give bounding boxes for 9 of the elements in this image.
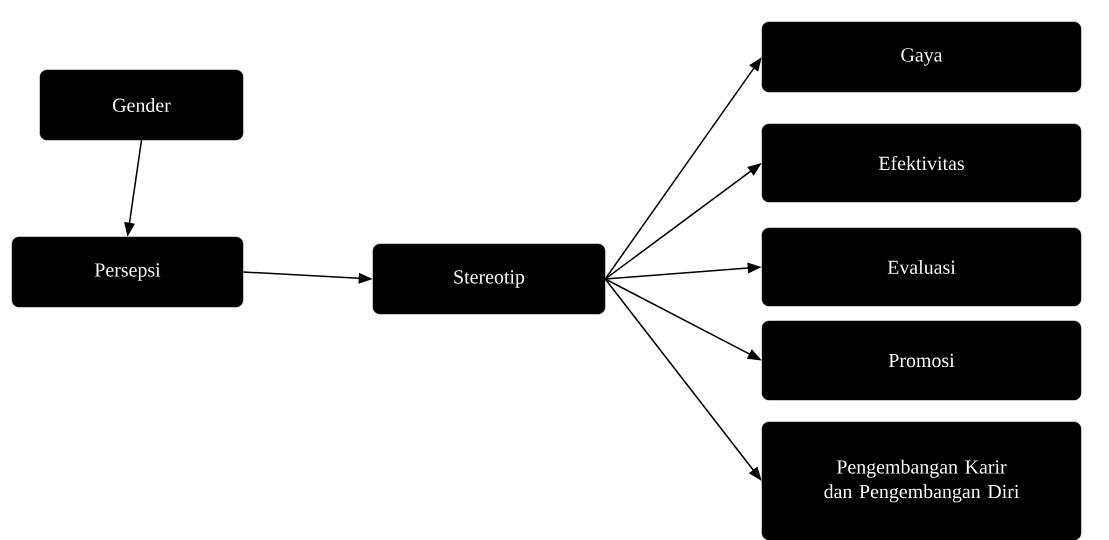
process-box: Gender — [39, 69, 244, 141]
arrow — [604, 278, 762, 481]
process-box: Evaluasi — [761, 227, 1082, 307]
process-box: Gaya — [761, 21, 1082, 93]
process-box: Pengembangan Karir dan Pengembangan Diri — [761, 421, 1082, 540]
process-box: Promosi — [761, 320, 1082, 401]
process-box: Stereotip — [372, 243, 606, 315]
process-box: Efektivitas — [761, 123, 1082, 203]
process-box: Persepsi — [11, 236, 244, 308]
